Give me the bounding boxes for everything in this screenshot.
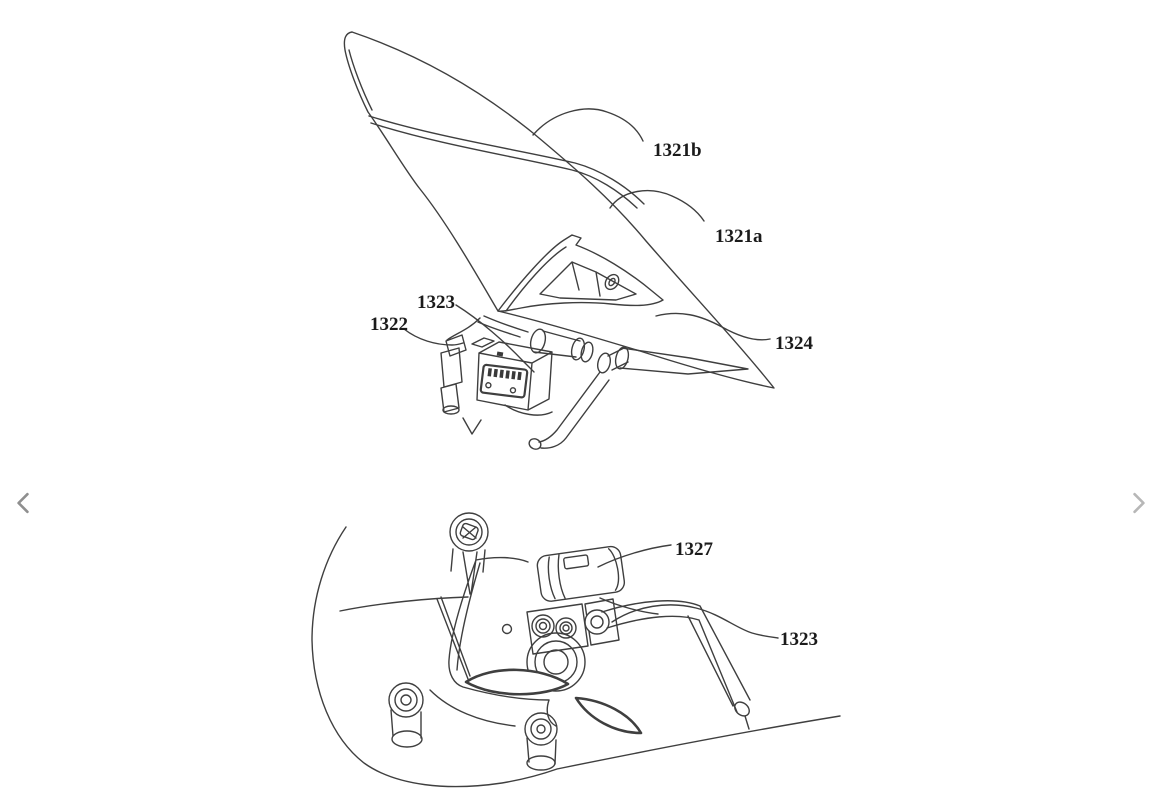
screw-post-top: [449, 512, 489, 552]
connector-tooth: [505, 370, 510, 379]
ref-label-1322: 1322: [370, 314, 408, 335]
leader-line-1327: [597, 544, 672, 568]
support-arm: [601, 600, 751, 730]
ref-label-1323-bottom: 1323: [780, 629, 818, 650]
leader-line-1324: [655, 312, 771, 341]
bolt-plate: [526, 603, 589, 655]
screw-head-outer: [524, 712, 558, 746]
chevron-left-icon: [17, 492, 29, 514]
carousel-prev-button[interactable]: [6, 484, 40, 522]
chassis-slab: [429, 548, 557, 727]
post-stem: [390, 709, 422, 739]
motor-flange: [526, 632, 586, 692]
motor-1327: [536, 545, 626, 602]
ref-label-1321a: 1321a: [715, 226, 763, 247]
carousel-next-button[interactable]: [1122, 484, 1156, 522]
bracket-hole-inner: [608, 277, 616, 287]
leader-line-1323-top: [455, 304, 535, 373]
propeller-blade: [464, 668, 570, 696]
screw-socket: [459, 522, 479, 541]
figure-bottom: 1327 1323: [311, 512, 841, 788]
motor-top-slot: [563, 554, 590, 570]
screw-head-inner: [394, 688, 418, 712]
screw-socket: [400, 694, 412, 706]
post-base: [526, 755, 556, 771]
ref-label-1327: 1327: [675, 539, 714, 560]
leader-line-1321a: [609, 189, 705, 222]
motor-flange-hub: [543, 649, 569, 675]
bolt-head: [535, 618, 551, 634]
connector-tooth: [493, 368, 498, 378]
hinge-rod: [477, 315, 749, 375]
connector-tooth: [511, 371, 516, 380]
body-panel-outline: [311, 526, 841, 788]
bolt-head: [538, 621, 548, 631]
post-base: [391, 730, 423, 748]
rod-cylinder-end: [614, 346, 630, 370]
ref-label-1323-top: 1323: [417, 292, 455, 313]
actuator-top-slot: [496, 351, 504, 357]
motor-ribs: [547, 548, 620, 600]
screw-head-outer: [449, 512, 489, 552]
linkage-tip: [528, 438, 542, 450]
screw-post-bottom-center: [524, 712, 558, 771]
screw-post-bottom-left: [388, 682, 424, 748]
screw-socket: [536, 724, 546, 734]
connector-tooth: [517, 371, 522, 381]
hinge-opening: [497, 234, 664, 312]
bolt-head: [531, 614, 555, 638]
connector-tooth: [487, 368, 492, 377]
screw-head-outer: [388, 682, 424, 718]
slab-hole: [501, 623, 513, 635]
ref-label-1321b: 1321b: [653, 140, 702, 161]
chevron-right-icon: [1133, 492, 1145, 514]
propeller-blade: [574, 696, 643, 735]
leader-line-1323-bottom: [611, 604, 779, 639]
pivot-pin-inner: [590, 615, 604, 629]
leg-foot: [734, 701, 750, 717]
figure-top: 1321b 1321a 1324 1323 1322: [343, 31, 814, 450]
connector-pin-hole: [509, 387, 517, 394]
bolt-head: [559, 621, 573, 635]
pivot-pin: [584, 609, 610, 635]
connector: [479, 363, 529, 399]
fin-seam-lines: [368, 115, 645, 209]
actuator-box: [462, 337, 553, 435]
connector-pin-hole: [485, 382, 492, 389]
bolt-head: [562, 624, 570, 632]
bracket-hole: [604, 273, 620, 291]
linkage-arm: [538, 371, 610, 449]
bolt-head: [555, 617, 577, 639]
ref-label-1324: 1324: [775, 333, 814, 354]
leader-line-1322: [403, 328, 464, 346]
connector-tooth: [499, 369, 504, 378]
screw-head-inner: [530, 718, 552, 740]
screw-slot: [462, 526, 477, 539]
mount-bracket-foot: [442, 405, 460, 415]
leader-line-1321b: [532, 108, 644, 142]
connector-body: [479, 363, 529, 399]
screw-head-inner: [455, 518, 483, 546]
rod-collar-ring: [596, 352, 612, 374]
fin-panel-outline: [343, 31, 775, 389]
mount-bracket: [440, 317, 481, 413]
rod-collar-ring: [580, 341, 594, 363]
rod-cylinder-end: [570, 337, 586, 361]
post-stem: [526, 737, 557, 765]
rod-cylinder-end: [529, 328, 547, 354]
